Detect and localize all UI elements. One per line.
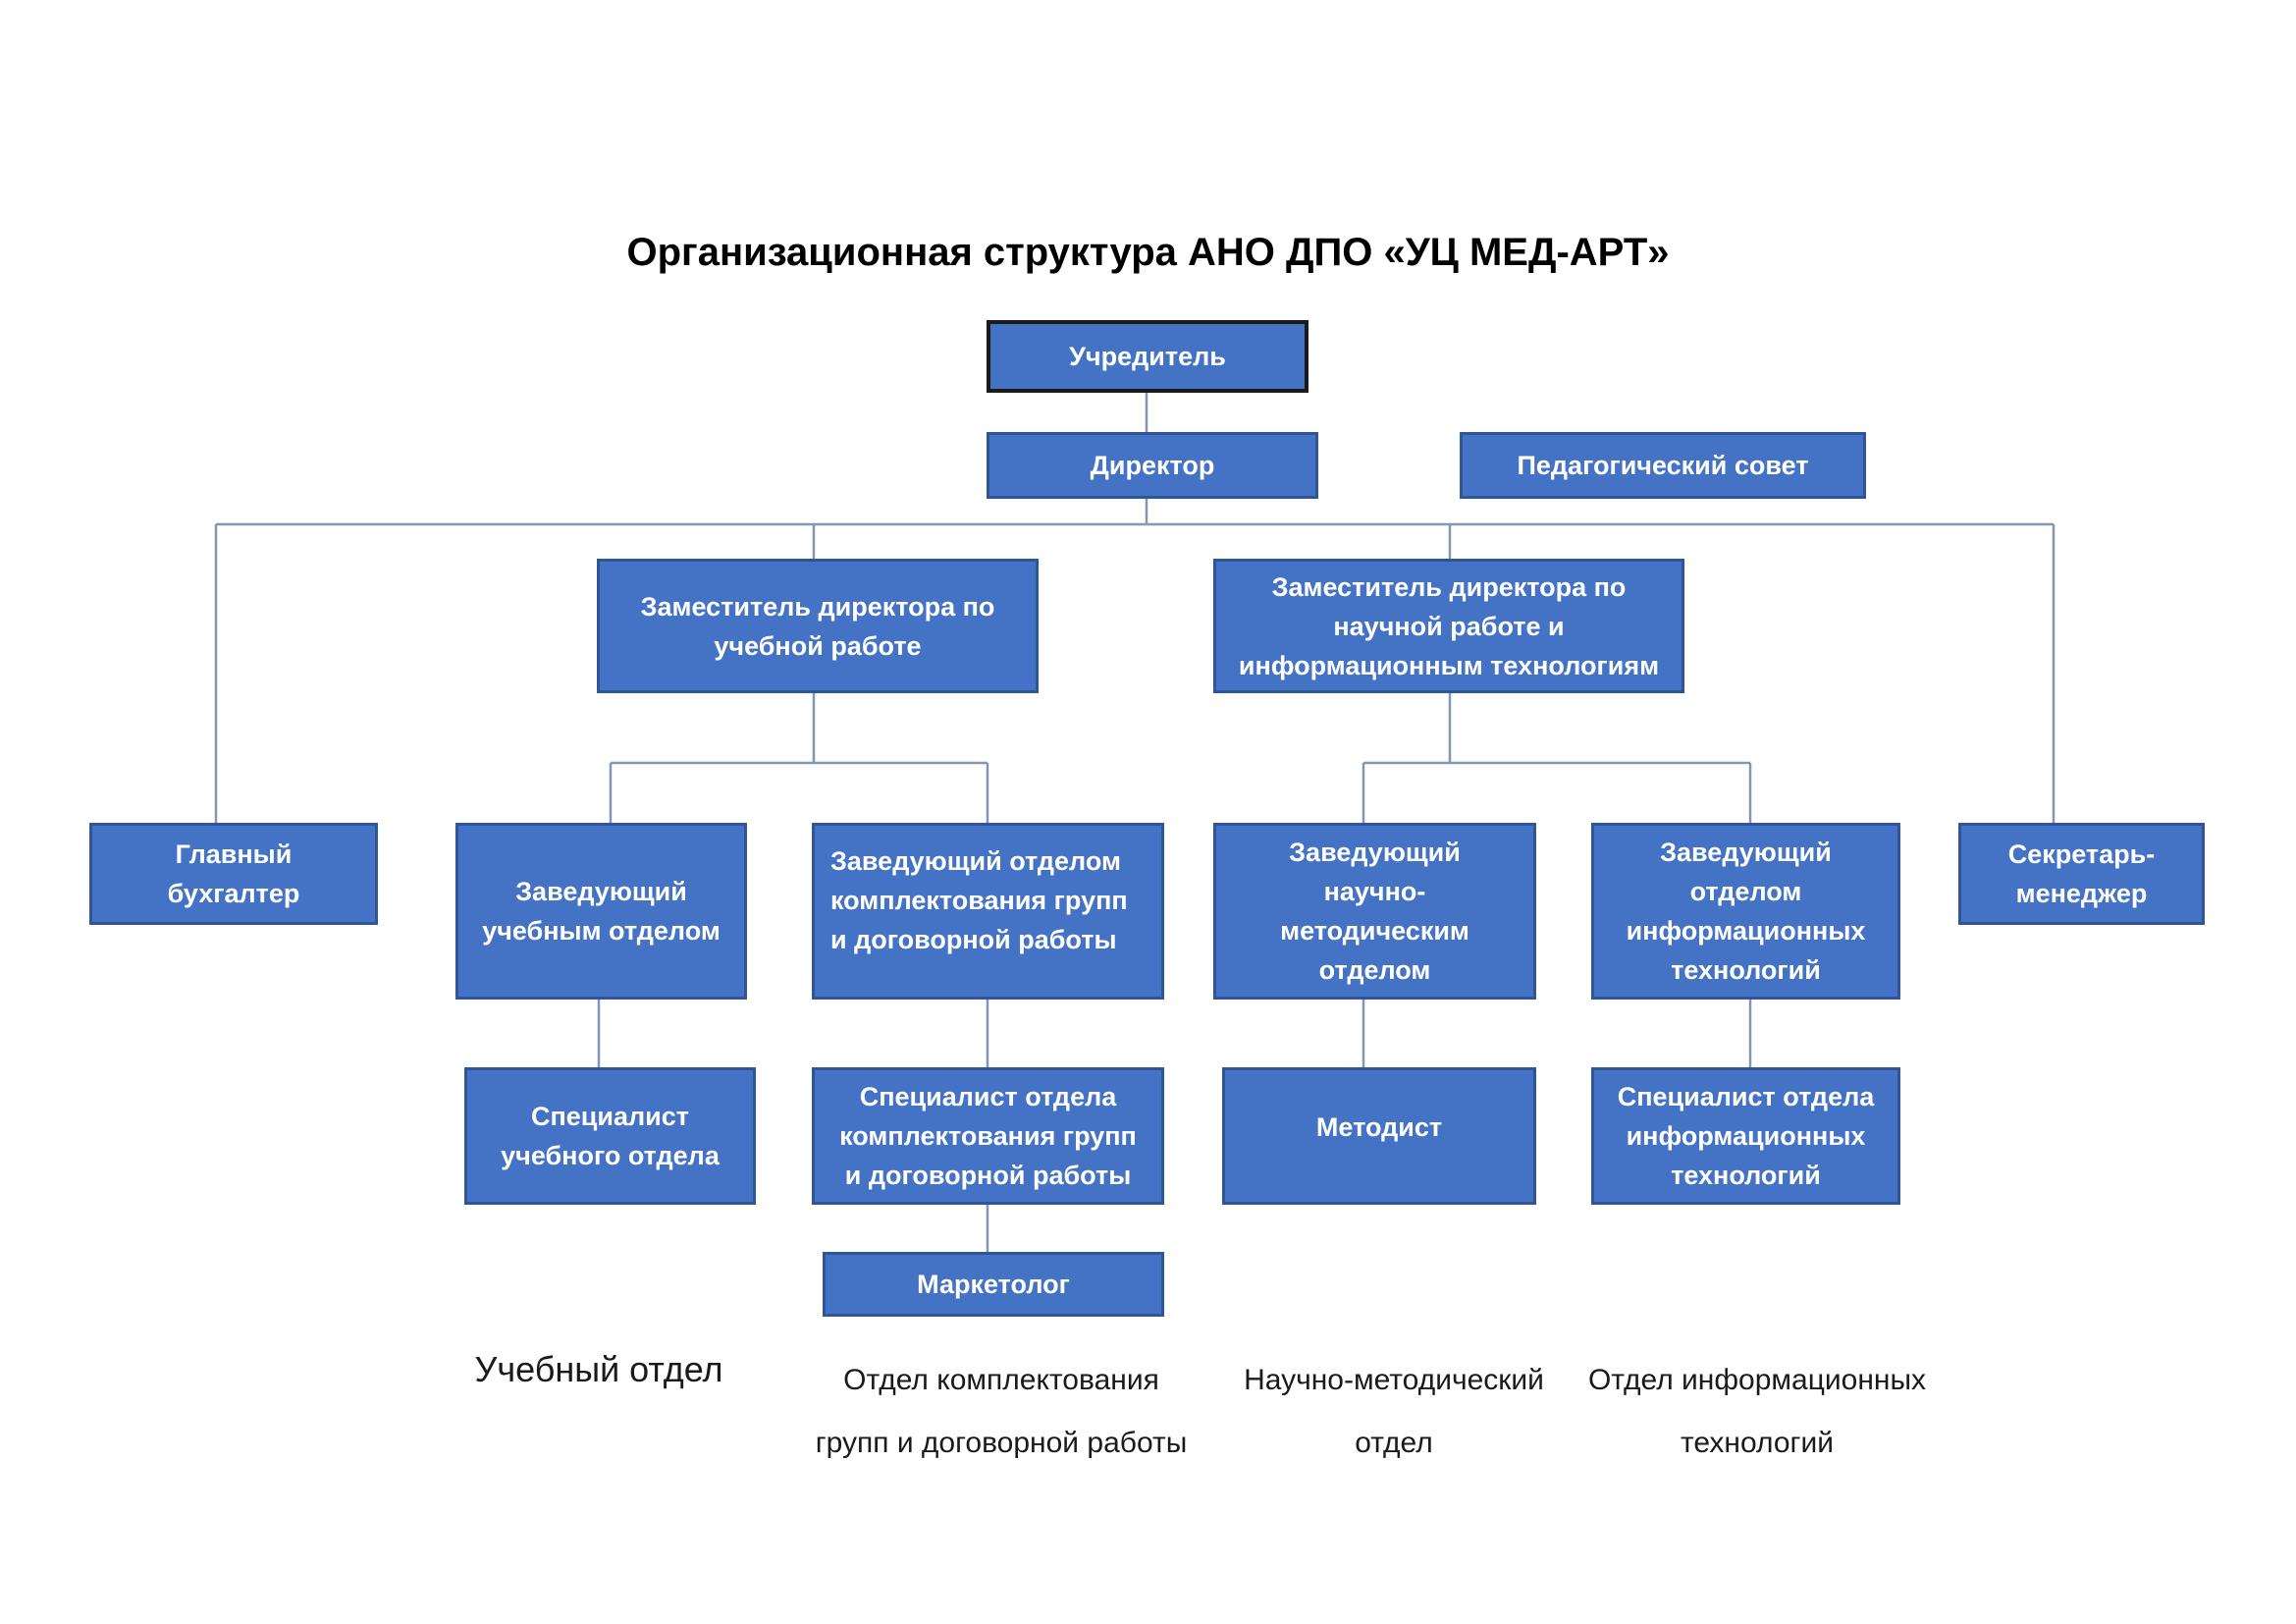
deputy-science-it-box: Заместитель директора по научной работе … bbox=[1213, 559, 1684, 693]
department-caption-groups-contracts: Отдел комплектования групп и договорной … bbox=[815, 1364, 1188, 1459]
specialist-education-box: Специалист учебного отдела bbox=[464, 1067, 756, 1205]
head-education-dept-box: Заведующий учебным отделом bbox=[455, 823, 747, 1000]
deputy-education-box: Заместитель директора по учебной работе bbox=[597, 559, 1039, 693]
department-caption-science-methods: Научно-методический отдел bbox=[1244, 1364, 1544, 1459]
marketer-box: Маркетолог bbox=[823, 1252, 1164, 1317]
head-groups-contracts-box: Заведующий отделом комплектования групп … bbox=[812, 823, 1164, 1000]
department-caption-it: Отдел информационных технологий bbox=[1587, 1364, 1927, 1459]
director-box: Директор bbox=[987, 432, 1318, 499]
chart-title: Организационная структура АНО ДПО «УЦ МЕ… bbox=[626, 231, 1670, 274]
head-science-methods-box: Заведующий научно- методическим отделом bbox=[1213, 823, 1536, 1000]
department-caption-education: Учебный отдел bbox=[474, 1349, 723, 1389]
methodologist-box: Методист bbox=[1222, 1067, 1536, 1205]
chief-accountant-box: Главный бухгалтер bbox=[89, 823, 378, 925]
specialist-it-box: Специалист отдела информационных техноло… bbox=[1591, 1067, 1900, 1205]
pedagogical-council-box: Педагогический совет bbox=[1460, 432, 1866, 499]
founder-box: Учредитель bbox=[987, 320, 1308, 393]
head-it-dept-box: Заведующий отделом информационных технол… bbox=[1591, 823, 1900, 1000]
secretary-manager-box: Секретарь- менеджер bbox=[1958, 823, 2205, 925]
specialist-groups-contracts-box: Специалист отдела комплектования групп и… bbox=[812, 1067, 1164, 1205]
